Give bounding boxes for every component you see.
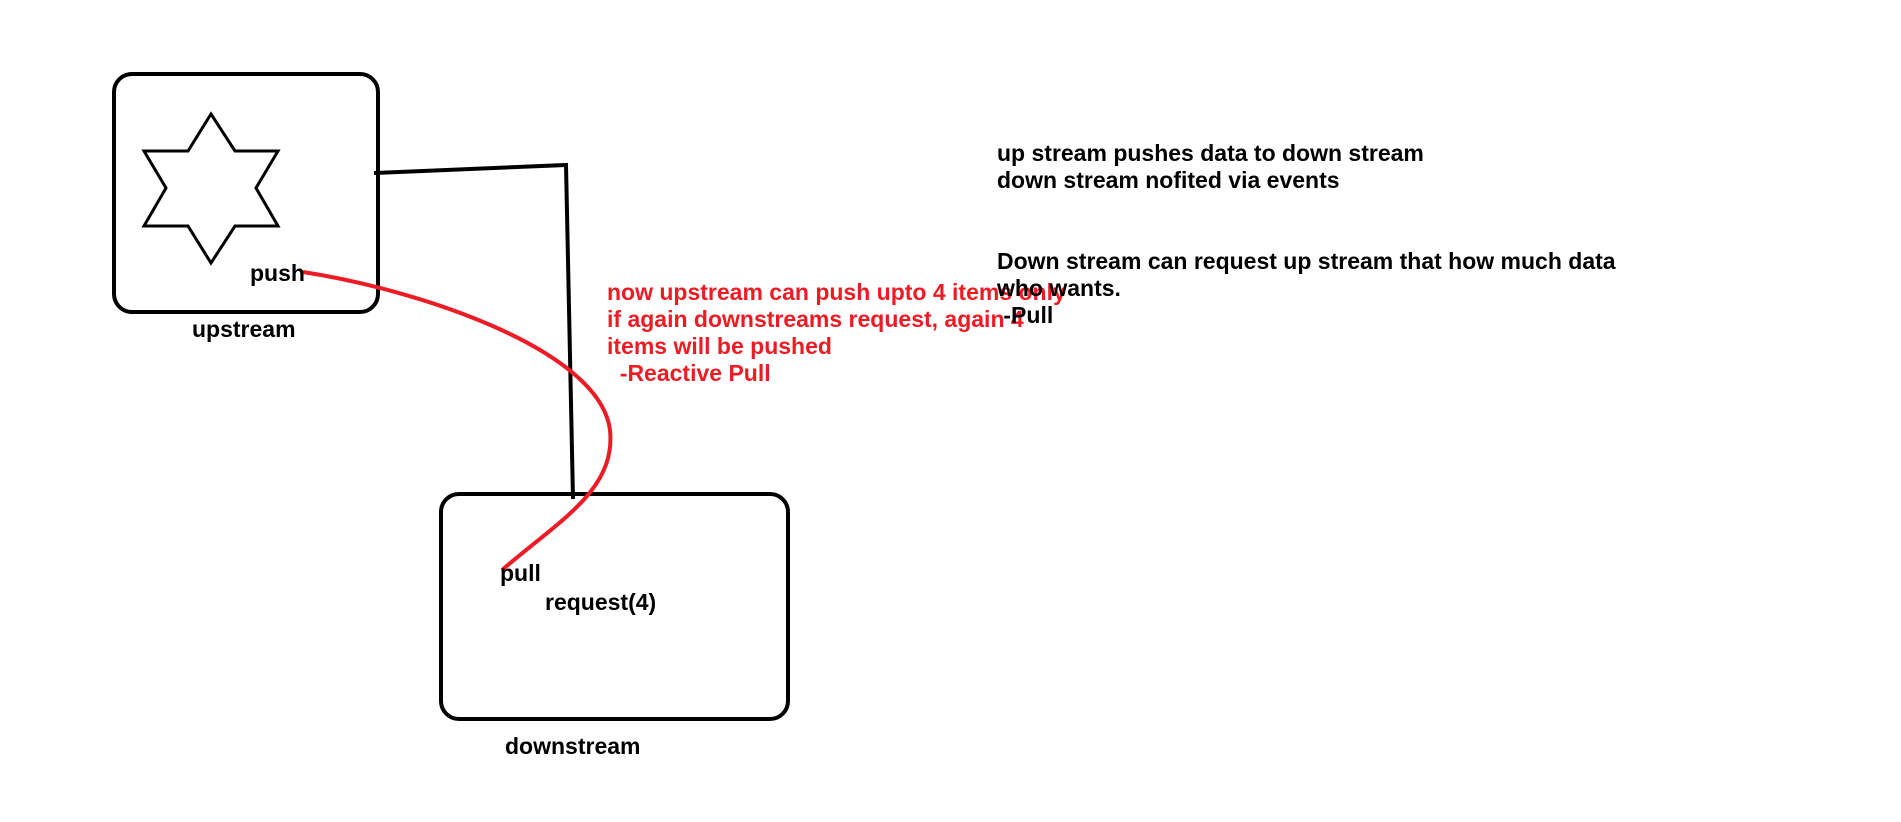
- reactive-note-line: items will be pushed: [607, 333, 832, 359]
- push-label: push: [250, 260, 305, 286]
- reactive-note-line: now upstream can push upto 4 items only: [607, 279, 1066, 305]
- push-pull-curve: [302, 270, 613, 572]
- upstream-box: [112, 72, 380, 314]
- star-icon: [141, 111, 281, 266]
- connector-line: [373, 162, 575, 500]
- downstream-label: downstream: [505, 733, 641, 759]
- push-note-line: down stream nofited via events: [997, 167, 1340, 193]
- reactive-note-line: if again downstreams request, again 4: [607, 306, 1024, 332]
- push-note-line: up stream pushes data to down stream: [997, 140, 1424, 166]
- pull-note-line: who wants.: [997, 275, 1121, 301]
- pull-note-line: Down stream can request up stream that h…: [997, 248, 1616, 274]
- push-description: up stream pushes data to down stream dow…: [997, 140, 1424, 194]
- reactive-pull-note: now upstream can push upto 4 items only …: [607, 279, 1066, 387]
- pull-note-line: -Pull: [997, 302, 1054, 328]
- upstream-label: upstream: [192, 316, 296, 342]
- pull-label: pull: [500, 560, 541, 586]
- reactive-note-line: -Reactive Pull: [607, 360, 771, 386]
- pull-description: Down stream can request up stream that h…: [997, 248, 1616, 329]
- request-label: request(4): [545, 589, 657, 615]
- downstream-box: [439, 492, 790, 721]
